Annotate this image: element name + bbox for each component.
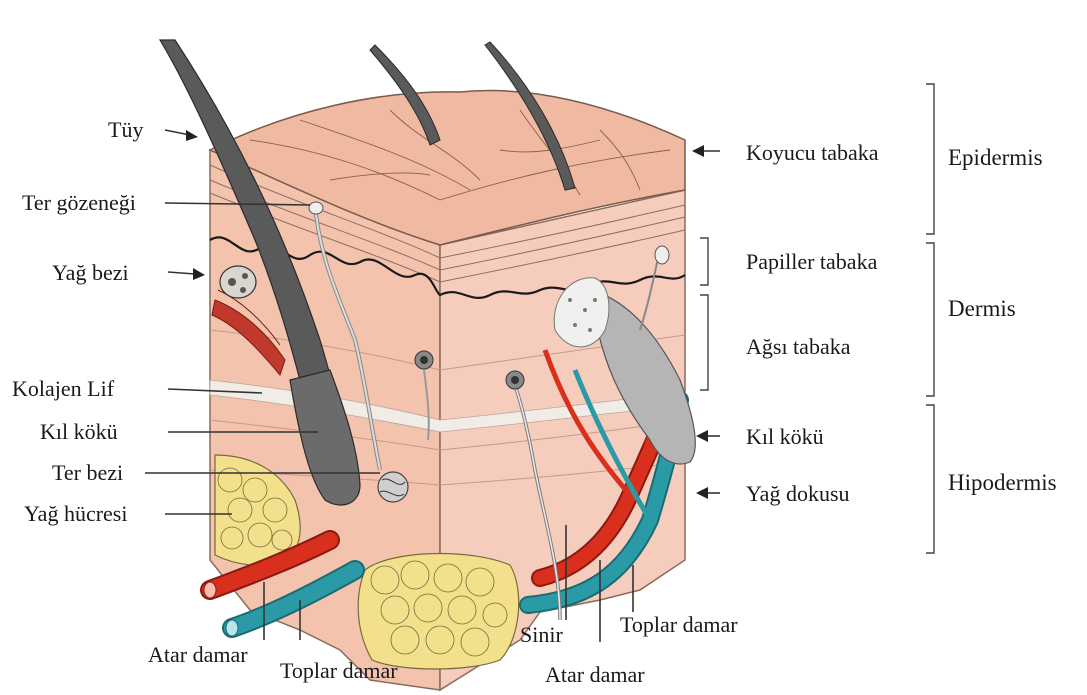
label-yag-hucresi: Yağ hücresi xyxy=(24,501,127,526)
label-epidermis: Epidermis xyxy=(948,145,1043,170)
label-dermis: Dermis xyxy=(948,296,1016,321)
label-kil-koku-left: Kıl kökü xyxy=(40,419,118,444)
label-ter-bezi: Ter bezi xyxy=(52,460,123,485)
label-kolajen-lif: Kolajen Lif xyxy=(12,376,115,401)
label-toplar-damar-left: Toplar damar xyxy=(280,658,398,683)
label-toplar-damar-right: Toplar damar xyxy=(620,612,738,637)
bracket-hipodermis xyxy=(926,405,934,553)
label-sinir: Sinir xyxy=(520,622,563,647)
bracket-epidermis xyxy=(926,84,934,234)
label-yag-bezi: Yağ bezi xyxy=(52,260,129,285)
label-yag-dokusu: Yağ dokusu xyxy=(746,481,850,506)
label-kil-koku-right: Kıl kökü xyxy=(746,424,824,449)
label-atar-damar-right: Atar damar xyxy=(545,662,645,687)
label-atar-damar-left: Atar damar xyxy=(148,642,248,667)
label-tuy: Tüy xyxy=(108,117,143,142)
left-labels: Tüy Ter gözeneği Yağ bezi Kolajen Lif Kı… xyxy=(12,117,143,526)
bracket-agsi xyxy=(700,295,708,390)
label-koyucu-tabaka: Koyucu tabaka xyxy=(746,140,879,165)
bracket-dermis xyxy=(926,243,934,396)
label-agsi-tabaka: Ağsı tabaka xyxy=(746,334,851,359)
bracket-papiller xyxy=(700,238,708,285)
right-labels: Koyucu tabaka Papiller tabaka Ağsı tabak… xyxy=(746,140,879,506)
fat-cluster-bottom xyxy=(358,554,519,669)
label-ter-gozenegi: Ter gözeneği xyxy=(22,190,136,215)
label-papiller-tabaka: Papiller tabaka xyxy=(746,249,878,274)
layer-labels: Epidermis Dermis Hipodermis xyxy=(948,145,1057,495)
label-hipodermis: Hipodermis xyxy=(948,470,1057,495)
